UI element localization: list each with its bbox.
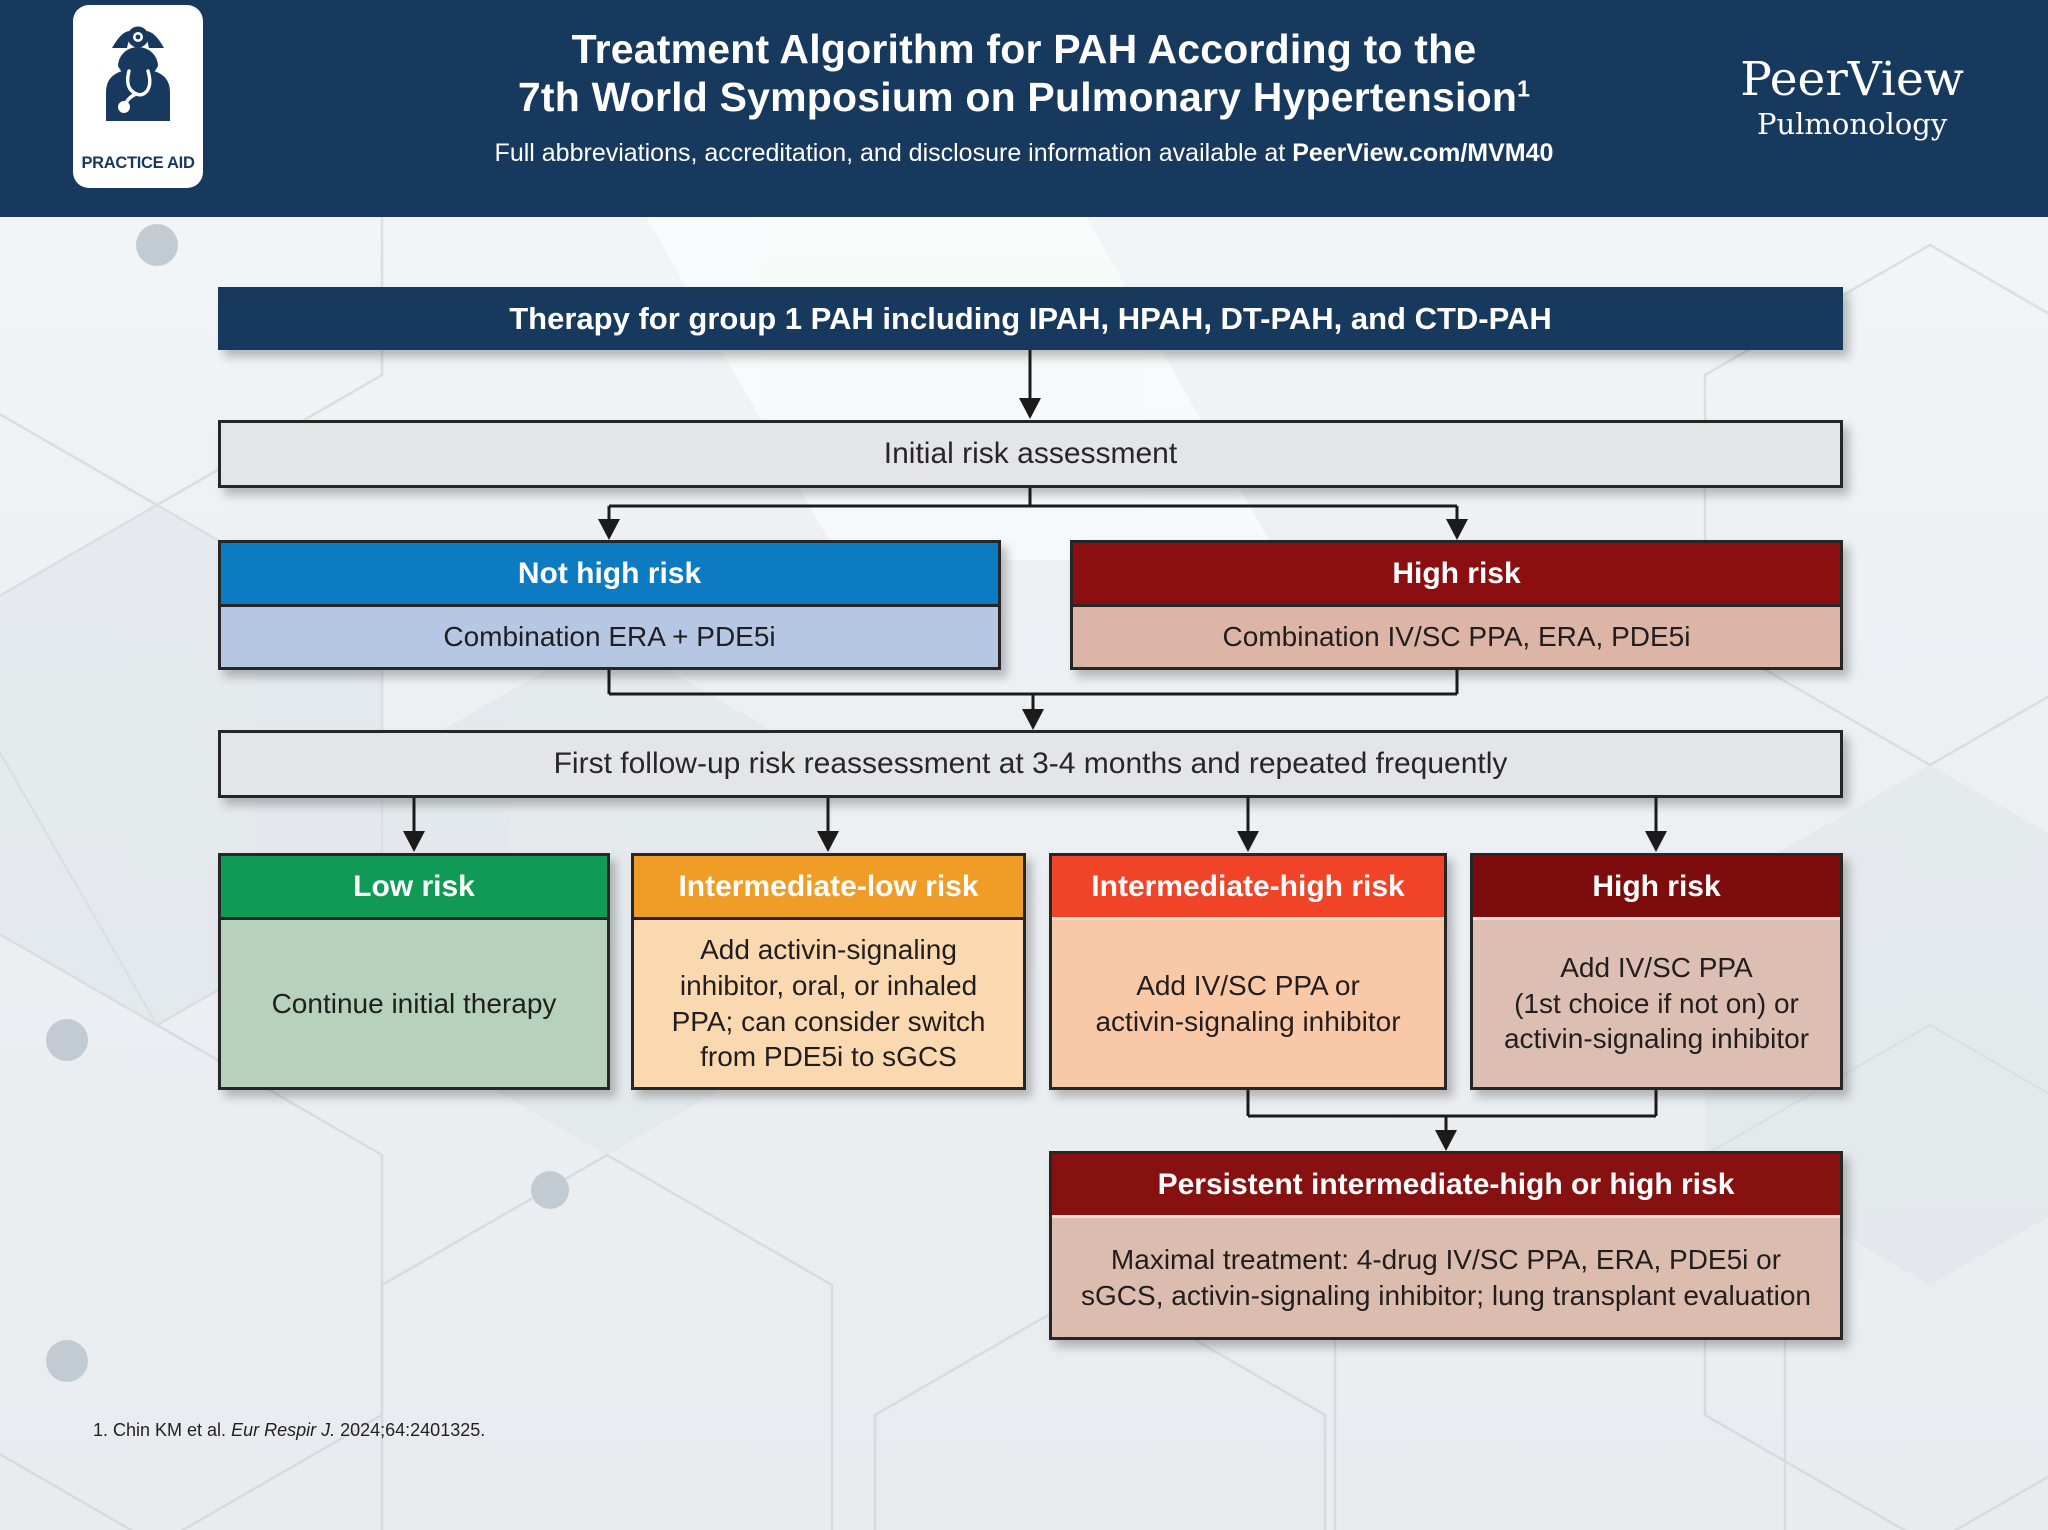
page-title-line2-text: 7th World Symposium on Pulmonary Hyperte…	[517, 73, 1518, 120]
node-low-risk-header: Low risk	[221, 856, 607, 920]
node-intermediate-high-risk: Intermediate-high risk Add IV/SC PPA or …	[1049, 853, 1447, 1090]
node-followup-reassessment: First follow-up risk reassessment at 3-4…	[218, 730, 1843, 798]
peerview-logo-name: PeerView	[1740, 52, 1964, 107]
page-title-line2: 7th World Symposium on Pulmonary Hyperte…	[274, 74, 1774, 122]
subtitle-text: Full abbreviations, accreditation, and d…	[494, 138, 1293, 167]
practice-aid-label: PRACTICE AID	[81, 154, 195, 172]
node-low-risk-body: Continue initial therapy	[221, 920, 607, 1087]
footnote-journal: Eur Respir J.	[231, 1420, 336, 1440]
node-persistent-risk-header: Persistent intermediate-high or high ris…	[1052, 1154, 1840, 1218]
node-high-risk-initial-header: High risk	[1073, 543, 1840, 607]
node-intermediate-low-risk: Intermediate-low risk Add activin-signal…	[631, 853, 1026, 1090]
peerview-logo: PeerView Pulmonology	[1740, 52, 1964, 142]
footnote-suffix: 2024;64:2401325.	[335, 1420, 486, 1440]
node-persistent-risk-body: Maximal treatment: 4-drug IV/SC PPA, ERA…	[1052, 1218, 1840, 1337]
node-persistent-risk: Persistent intermediate-high or high ris…	[1049, 1151, 1843, 1340]
node-high-risk-followup-header: High risk	[1473, 856, 1840, 920]
subtitle: Full abbreviations, accreditation, and d…	[274, 139, 1774, 168]
subtitle-url-link[interactable]: PeerView.com/MVM40	[1292, 138, 1554, 167]
footnote-prefix: 1. Chin KM et al.	[93, 1420, 232, 1440]
node-not-high-risk-body: Combination ERA + PDE5i	[221, 607, 998, 667]
header-bar: PRACTICE AID Treatment Algorithm for PAH…	[0, 0, 2048, 217]
node-high-risk-followup: High risk Add IV/SC PPA (1st choice if n…	[1470, 853, 1843, 1090]
node-not-high-risk: Not high risk Combination ERA + PDE5i	[218, 540, 1001, 670]
node-high-risk-followup-body: Add IV/SC PPA (1st choice if not on) or …	[1473, 920, 1840, 1087]
doctor-icon	[106, 26, 170, 121]
node-therapy-group1: Therapy for group 1 PAH including IPAH, …	[218, 287, 1843, 350]
node-intermediate-high-risk-header: Intermediate-high risk	[1052, 856, 1444, 920]
peerview-logo-division: Pulmonology	[1756, 107, 1948, 142]
node-intermediate-low-risk-body: Add activin-signaling inhibitor, oral, o…	[634, 920, 1023, 1087]
title-reference-superscript: 1	[1517, 75, 1531, 102]
title-block: Treatment Algorithm for PAH According to…	[274, 26, 1774, 168]
node-high-risk-initial: High risk Combination IV/SC PPA, ERA, PD…	[1070, 540, 1843, 670]
reference-footnote: 1. Chin KM et al. Eur Respir J. 2024;64:…	[93, 1420, 485, 1441]
page-title-line1: Treatment Algorithm for PAH According to…	[571, 26, 1477, 72]
node-intermediate-low-risk-header: Intermediate-low risk	[634, 856, 1023, 920]
node-initial-risk-assessment: Initial risk assessment	[218, 420, 1843, 488]
node-intermediate-high-risk-body: Add IV/SC PPA or activin-signaling inhib…	[1052, 920, 1444, 1087]
node-not-high-risk-header: Not high risk	[221, 543, 998, 607]
node-high-risk-initial-body: Combination IV/SC PPA, ERA, PDE5i	[1073, 607, 1840, 667]
node-low-risk: Low risk Continue initial therapy	[218, 853, 610, 1090]
practice-aid-badge: PRACTICE AID	[73, 5, 203, 188]
